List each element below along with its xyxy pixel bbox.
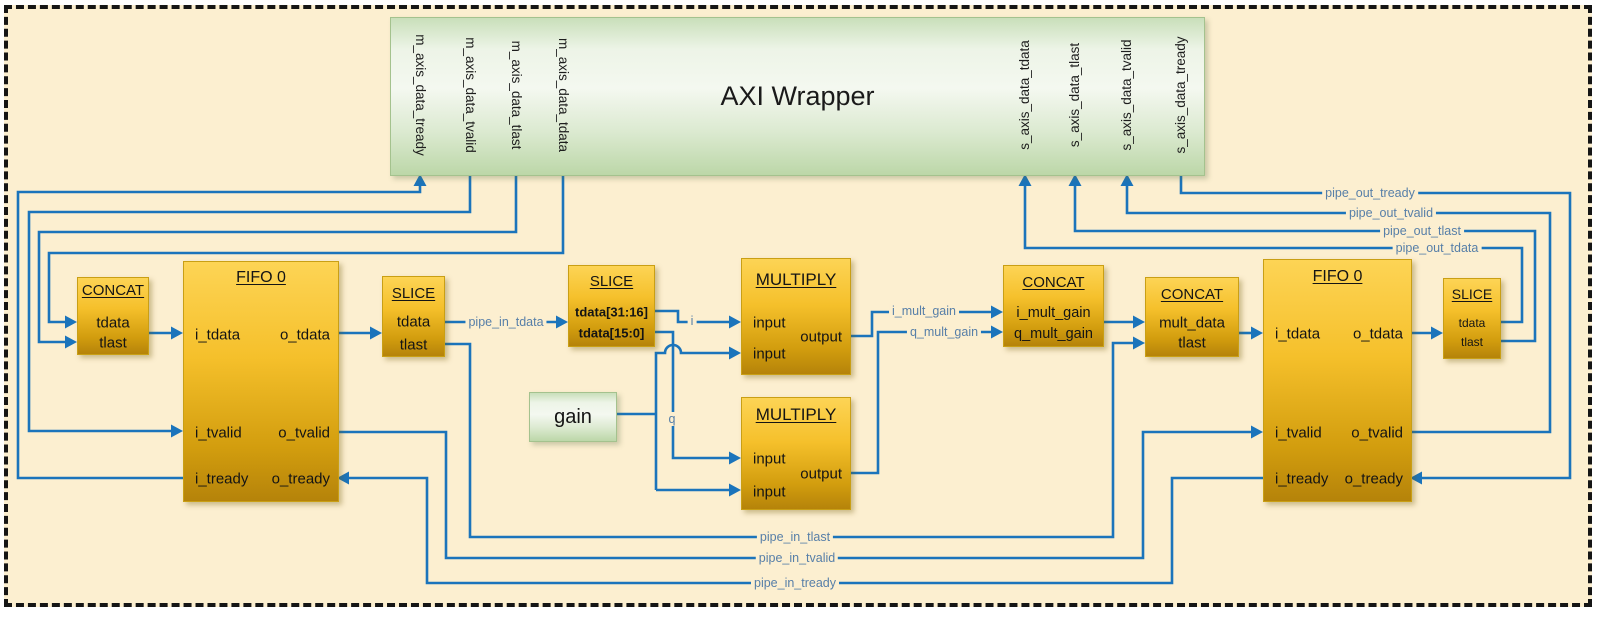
port-o-tdata: o_tdata: [1352, 325, 1403, 343]
multiply-bottom-block: MULTIPLY input output input: [741, 397, 851, 510]
port-q-mult-gain: q_mult_gain: [1014, 326, 1093, 342]
fifo-right-title: FIFO 0: [1312, 268, 1363, 285]
slice-mid-title: SLICE: [589, 273, 634, 290]
i-signal-label: i: [687, 314, 697, 328]
port-i-tready: i_tready: [195, 470, 249, 488]
pipe-in-tdata-label: pipe_in_tdata: [465, 315, 547, 329]
s-axis-data-tvalid-label: s_axis_data_tvalid: [1119, 39, 1134, 151]
port-tlast: tlast: [99, 334, 127, 352]
slice-right-title: SLICE: [1451, 286, 1493, 302]
port-tlast: tlast: [1460, 335, 1484, 349]
wire-pipe-out-tvalid: [1125, 184, 1552, 434]
s-axis-data-tlast-label: s_axis_data_tlast: [1067, 42, 1082, 148]
m-axis-data-tready-label: m_axis_data_tready: [413, 34, 428, 156]
fifo-right-block: FIFO 0 i_tdata i_tvalid i_tready o_tdata…: [1263, 259, 1412, 502]
wire-i: [653, 309, 729, 324]
s-axis-data-tdata-label: s_axis_data_tdata: [1017, 40, 1032, 150]
pipe-out-tvalid-label: pipe_out_tvalid: [1345, 206, 1437, 220]
concat-mid-title: CONCAT: [1022, 274, 1085, 291]
port-o-tvalid: o_tvalid: [1351, 424, 1403, 442]
pipe-out-tdata-label: pipe_out_tdata: [1392, 241, 1482, 255]
port-i-tdata: i_tdata: [195, 326, 241, 344]
pipe-out-tready-label: pipe_out_tready: [1322, 186, 1418, 200]
port-output: output: [800, 465, 842, 483]
port-tlast: tlast: [399, 336, 428, 354]
wire-pipe-out-tlast: [1073, 184, 1537, 343]
port-i-tvalid: i_tvalid: [1275, 424, 1322, 442]
port-o-tvalid: o_tvalid: [278, 424, 330, 442]
port-tdata: tdata: [96, 314, 130, 332]
concat-left-title: CONCAT: [81, 282, 145, 299]
m-axis-data-tdata-label: m_axis_data_tdata: [556, 37, 571, 153]
slice-mid-block: SLICE tdata[31:16] tdata[15:0]: [568, 265, 655, 347]
multiply-bottom-title: MULTIPLY: [755, 405, 837, 424]
m-axis-data-tvalid-label: m_axis_data_tvalid: [463, 37, 478, 153]
s-axis-data-tready-label: s_axis_data_tready: [1173, 36, 1188, 154]
port-o-tready: o_tready: [271, 470, 330, 488]
port-i-mult-gain: i_mult_gain: [1016, 305, 1091, 321]
port-input-1: input: [753, 314, 786, 332]
port-tdata-31-16: tdata[31:16]: [575, 304, 648, 320]
wire-m-axis-data-tvalid: [27, 174, 472, 433]
wire-q: [653, 330, 729, 460]
wire-pipe-out-tdata: [1023, 184, 1524, 324]
slice-right-block: SLICE tdata tlast: [1443, 278, 1501, 359]
concat-mid-block: CONCAT i_mult_gain q_mult_gain: [1003, 265, 1104, 347]
slice-left-block: SLICE tdata tlast: [382, 276, 445, 357]
gain-label: gain: [554, 405, 592, 428]
port-tdata-15-0: tdata[15:0]: [578, 325, 645, 341]
wire-m-axis-data-tlast: [37, 174, 518, 344]
axi-wrapper-title: AXI Wrapper: [720, 81, 875, 111]
port-o-tready: o_tready: [1344, 470, 1403, 488]
wire-q-mult-gain: [849, 330, 991, 475]
port-tdata: tdata: [1458, 316, 1486, 330]
q-signal-label: q: [665, 412, 679, 426]
slice-left-title: SLICE: [391, 285, 436, 302]
concat-left-block: CONCAT tdata tlast: [77, 277, 149, 355]
pipe-in-tvalid-label: pipe_in_tvalid: [755, 551, 839, 565]
q-mult-gain-label: q_mult_gain: [906, 325, 982, 339]
port-tlast: tlast: [1178, 334, 1206, 352]
fifo-left-block: FIFO 0 i_tdata i_tvalid i_tready o_tdata…: [183, 261, 339, 502]
port-i-tvalid: i_tvalid: [195, 424, 242, 442]
wire-m-axis-data-tdata: [47, 174, 565, 324]
port-input-1: input: [753, 450, 786, 468]
gain-block: gain: [529, 392, 617, 442]
concat-right-title: CONCAT: [1160, 286, 1224, 303]
m-axis-data-tlast-label: m_axis_data_tlast: [509, 40, 524, 150]
i-mult-gain-label: i_mult_gain: [889, 304, 959, 318]
port-input-2: input: [753, 483, 786, 501]
port-mult-data: mult_data: [1159, 314, 1225, 332]
wire-gain: [615, 343, 729, 492]
port-tdata: tdata: [396, 313, 431, 331]
pipe-in-tlast-label: pipe_in_tlast: [756, 530, 834, 544]
port-o-tdata: o_tdata: [279, 326, 330, 344]
wire-m-axis-data-tready: [16, 184, 422, 480]
fifo-left-title: FIFO 0: [236, 269, 286, 286]
port-output: output: [800, 328, 842, 346]
port-i-tdata: i_tdata: [1275, 325, 1321, 343]
axi-wrapper-block: AXI Wrapper: [390, 17, 1205, 176]
port-input-2: input: [753, 345, 786, 363]
multiply-top-block: MULTIPLY input output input: [741, 258, 851, 375]
wire-pipe-out-tready: [1179, 174, 1572, 480]
multiply-top-title: MULTIPLY: [755, 270, 837, 289]
concat-right-block: CONCAT mult_data tlast: [1145, 277, 1239, 357]
pipe-in-tready-label: pipe_in_tready: [750, 576, 840, 590]
port-i-tready: i_tready: [1275, 470, 1329, 488]
pipe-out-tlast-label: pipe_out_tlast: [1380, 224, 1464, 238]
